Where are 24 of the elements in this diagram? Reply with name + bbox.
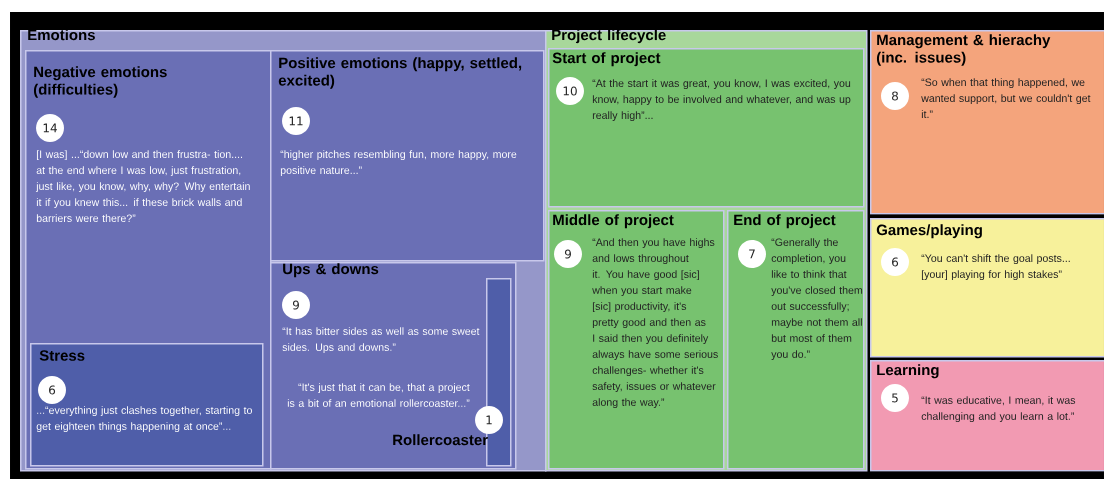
heading: Management & hierachy (inc. issues) (876, 34, 1051, 66)
quote: “It has bitter sides as well as some sweet sides. Ups and downs.” (282, 327, 480, 354)
quote: “So when that thing happened, we wanted support, but we couldn't get it.” (921, 78, 1091, 118)
quote: “And then you have highs and lows throughout it. You have good [sic] when you start make [sic] productivity, it's pretty good and then as I said then you definitely always have some serious challenges- whether it's safety, issues or whatever along the way.” (592, 238, 718, 409)
quote: “higher pitches resembling fun, more happy, more positive nature...” (280, 150, 517, 177)
quote: “At the start it was great, you know, I was excited, you know, happy to be involved and whatever, and was up really high”... (592, 79, 851, 122)
heading: End of project (734, 214, 836, 229)
heading: Ups & downs (283, 263, 379, 278)
heading: Negative emotions (difficulties) (33, 66, 167, 98)
quote: [I was] ...“down low and then frustra- tion.... at the end where I was low, just frustration, just like, you know, why, why? Why entertain it if you knew this... if these brick walls and barriers were there?” (35, 150, 250, 222)
heading: Stress (39, 350, 85, 361)
quote: “Generally the completion, you like to think that you've closed them out successfully; maybe not them all but most of them you do.” (771, 238, 863, 361)
quote: “You can't shift the goal posts... [your] playing for high stakes” (921, 254, 1070, 281)
heading: Rollercoaster (393, 434, 488, 446)
heading: Emotions (28, 29, 95, 41)
heading: Middle of project (553, 214, 674, 229)
heading: Start of project (552, 52, 661, 67)
heading: Positive emotions (happy, settled, excited) (278, 57, 522, 89)
heading: Project lifecycle (552, 29, 666, 44)
heading: Learning (877, 364, 939, 379)
quote: “It's just that it can be, that a project is a bit of an emotional rollercoaster...” (287, 383, 470, 407)
heading: Games/playing (876, 224, 982, 239)
quote: “It was educative, I mean, it was challenging and you learn a lot.” (921, 396, 1076, 423)
quote: ...“everything just clashes together, starting to get eighteen things happening at once”... (36, 406, 252, 433)
